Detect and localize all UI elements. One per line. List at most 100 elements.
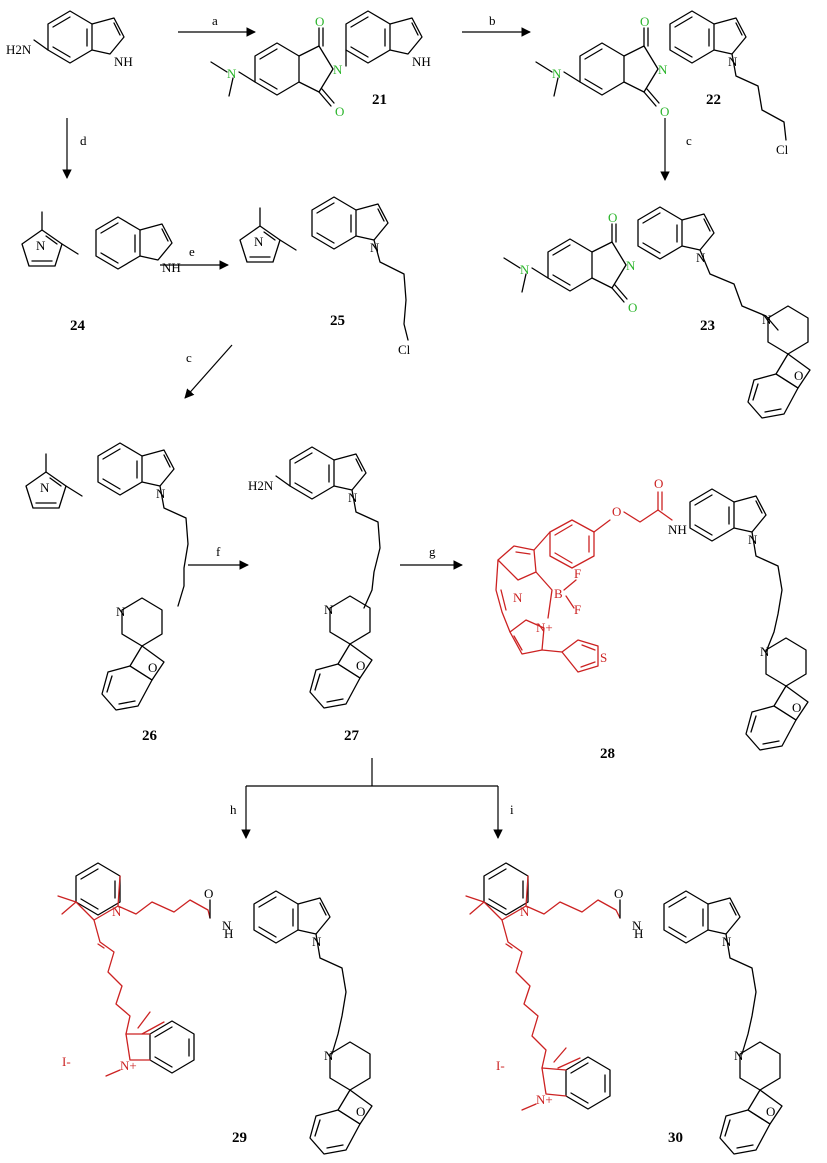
compound-23-label: 23 (700, 318, 715, 334)
compound-23-structure: N N O O N O N 23 (503, 206, 811, 419)
svg-text:N: N (552, 66, 562, 81)
compound-30-structure: N N+ I- O H N N O N 30 (465, 862, 783, 1155)
svg-text:O: O (654, 476, 663, 491)
svg-text:i: i (510, 802, 514, 817)
svg-text:f: f (216, 544, 221, 559)
step-e-arrow: e (160, 244, 229, 270)
svg-text:N+: N+ (120, 1058, 137, 1073)
svg-text:B: B (554, 586, 563, 601)
svg-text:NH: NH (668, 522, 687, 537)
compound-26-structure: N N O N 26 (25, 442, 189, 744)
svg-text:N: N (728, 54, 738, 69)
svg-text:H: H (224, 926, 233, 941)
compound-22-structure: N N O O N Cl 22 (535, 10, 789, 157)
split-arrow: h i (230, 758, 514, 839)
svg-text:g: g (429, 544, 436, 559)
aminoindole-structure: H2N NH (6, 10, 133, 69)
svg-text:N: N (370, 240, 380, 255)
svg-text:Cl: Cl (776, 142, 789, 157)
svg-text:a: a (212, 13, 218, 28)
step-b-arrow: b (462, 13, 531, 37)
svg-text:N: N (734, 1048, 744, 1063)
step-g-arrow: g (400, 544, 463, 570)
svg-text:d: d (80, 133, 87, 148)
svg-text:F: F (574, 566, 581, 581)
svg-text:O: O (766, 1104, 775, 1119)
svg-text:N: N (324, 602, 334, 617)
svg-text:N: N (520, 262, 530, 277)
svg-text:N: N (513, 590, 523, 605)
svg-text:O: O (660, 104, 669, 119)
svg-text:NH: NH (412, 54, 431, 69)
compound-24-label: 24 (70, 318, 86, 334)
svg-text:N: N (632, 918, 642, 933)
svg-text:O: O (356, 1104, 365, 1119)
svg-text:N: N (254, 234, 264, 249)
svg-text:N: N (748, 532, 758, 547)
svg-text:S: S (600, 650, 607, 665)
svg-text:N: N (116, 604, 126, 619)
compound-27-label: 27 (344, 728, 360, 744)
svg-text:F: F (574, 602, 581, 617)
svg-text:N: N (112, 904, 122, 919)
svg-text:O: O (628, 300, 637, 315)
svg-text:I-: I- (62, 1054, 71, 1069)
svg-text:N: N (626, 258, 636, 273)
svg-text:Cl: Cl (398, 342, 411, 357)
compound-21-label: 21 (372, 92, 387, 108)
svg-text:O: O (794, 368, 803, 383)
compound-30-label: 30 (668, 1130, 683, 1146)
svg-text:NH: NH (162, 260, 181, 275)
svg-text:N: N (348, 490, 358, 505)
svg-text:c: c (686, 133, 692, 148)
step-a-arrow: a (178, 13, 256, 37)
svg-text:N: N (156, 486, 166, 501)
svg-text:O: O (640, 14, 649, 29)
compound-24-structure: N NH 24 (21, 211, 181, 334)
svg-text:N+: N+ (536, 1092, 553, 1107)
compound-29-label: 29 (232, 1130, 247, 1146)
svg-text:N: N (312, 934, 322, 949)
svg-text:N: N (520, 904, 530, 919)
svg-text:N: N (324, 1048, 334, 1063)
compound-26-label: 26 (142, 728, 158, 744)
compound-22-label: 22 (706, 92, 721, 108)
compound-28-label: 28 (600, 746, 615, 762)
svg-text:b: b (489, 13, 496, 28)
svg-text:O: O (356, 658, 365, 673)
svg-text:N: N (333, 62, 343, 77)
svg-text:N: N (40, 480, 50, 495)
svg-text:O: O (148, 660, 157, 675)
svg-text:O: O (335, 104, 344, 119)
step-f-arrow: f (188, 544, 249, 570)
svg-text:O: O (612, 504, 621, 519)
compound-28-structure: N B F F N+ S O O NH N O N 28 (495, 476, 809, 762)
svg-text:N: N (760, 644, 770, 659)
svg-text:O: O (614, 886, 623, 901)
svg-text:N: N (722, 934, 732, 949)
step-c-arrow-2: c (184, 344, 233, 399)
svg-text:N: N (36, 238, 46, 253)
compound-25-structure: N N Cl 25 (239, 196, 411, 357)
svg-text:h: h (230, 802, 237, 817)
svg-text:N: N (658, 62, 668, 77)
svg-text:I-: I- (496, 1058, 505, 1073)
svg-text:N: N (227, 66, 237, 81)
compound-21-structure: N N O O NH 21 (210, 10, 431, 119)
svg-text:H2N: H2N (248, 478, 274, 493)
svg-text:N: N (222, 918, 232, 933)
svg-text:H: H (634, 926, 643, 941)
svg-text:O: O (792, 700, 801, 715)
compound-27-structure: H2N N O N 27 (248, 446, 381, 744)
svg-text:O: O (608, 210, 617, 225)
compound-25-label: 25 (330, 313, 345, 329)
step-c-arrow-1: c (660, 118, 692, 181)
svg-text:O: O (315, 14, 324, 29)
svg-text:N: N (762, 312, 772, 327)
svg-text:H2N: H2N (6, 42, 32, 57)
svg-text:e: e (189, 244, 195, 259)
compound-29-structure: N N+ I- O H N N O N 29 (57, 862, 373, 1155)
svg-text:NH: NH (114, 54, 133, 69)
svg-text:O: O (204, 886, 213, 901)
